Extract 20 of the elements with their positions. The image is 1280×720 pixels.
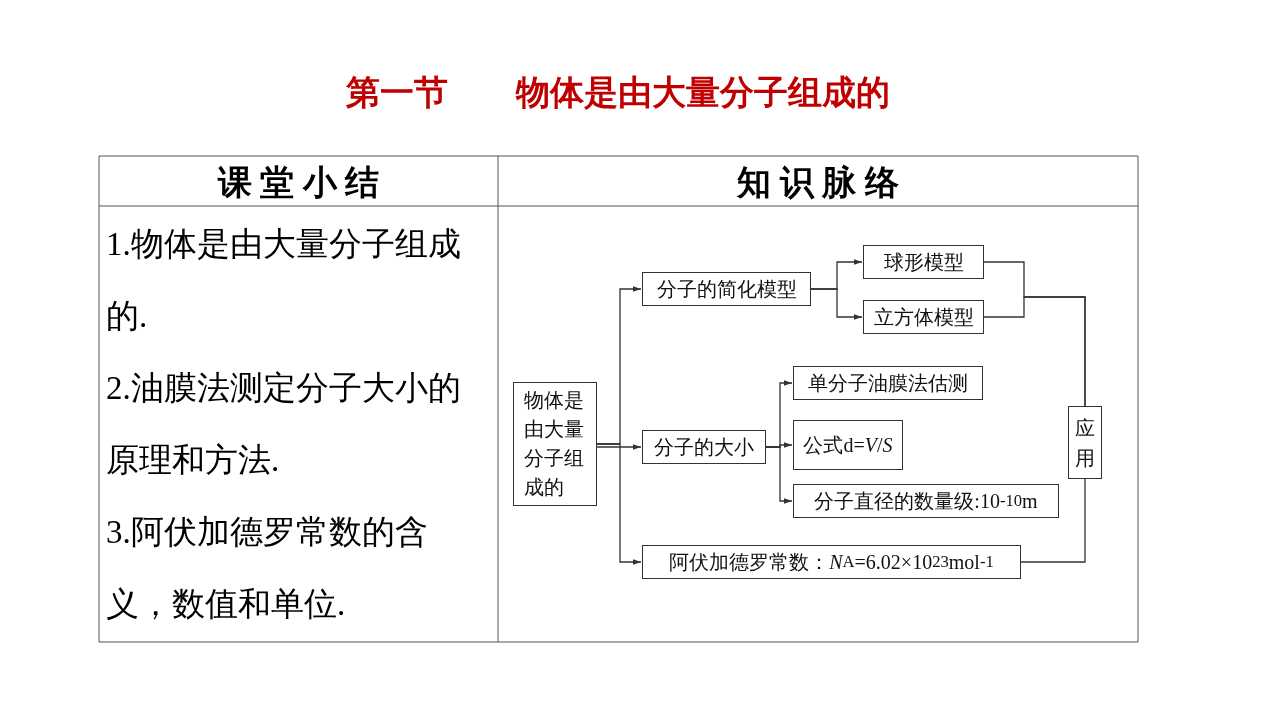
summary-item: 1.物体是由大量分子组成的. xyxy=(106,225,462,336)
concept-box: 物体是由大量分子组成的 xyxy=(513,382,597,506)
concept-box: 分子的大小 xyxy=(642,430,766,464)
concept-box: 立方体模型 xyxy=(863,300,984,334)
concept-box: 分子的简化模型 xyxy=(642,272,811,306)
connector-line xyxy=(1020,478,1086,563)
concept-box: 单分子油膜法估测 xyxy=(793,366,983,400)
arrow xyxy=(810,288,863,320)
connector-line xyxy=(983,296,1086,407)
arrow xyxy=(765,446,793,504)
arrow xyxy=(596,444,642,450)
page-title: 第一节 物体是由大量分子组成的 xyxy=(344,73,891,113)
summary-item: 2.油膜法测定分子大小的原理和方法. xyxy=(106,369,462,480)
concept-box: 球形模型 xyxy=(863,245,984,279)
table-header: 知 识 脉 络 xyxy=(736,163,900,203)
table-header: 课 堂 小 结 xyxy=(216,163,381,203)
concept-box: 应用 xyxy=(1068,406,1102,479)
concept-box: 公式d=V/S xyxy=(793,420,903,470)
arrow xyxy=(596,443,642,565)
summary-item: 3.阿伏加德罗常数的含义，数值和单位. xyxy=(106,513,429,624)
